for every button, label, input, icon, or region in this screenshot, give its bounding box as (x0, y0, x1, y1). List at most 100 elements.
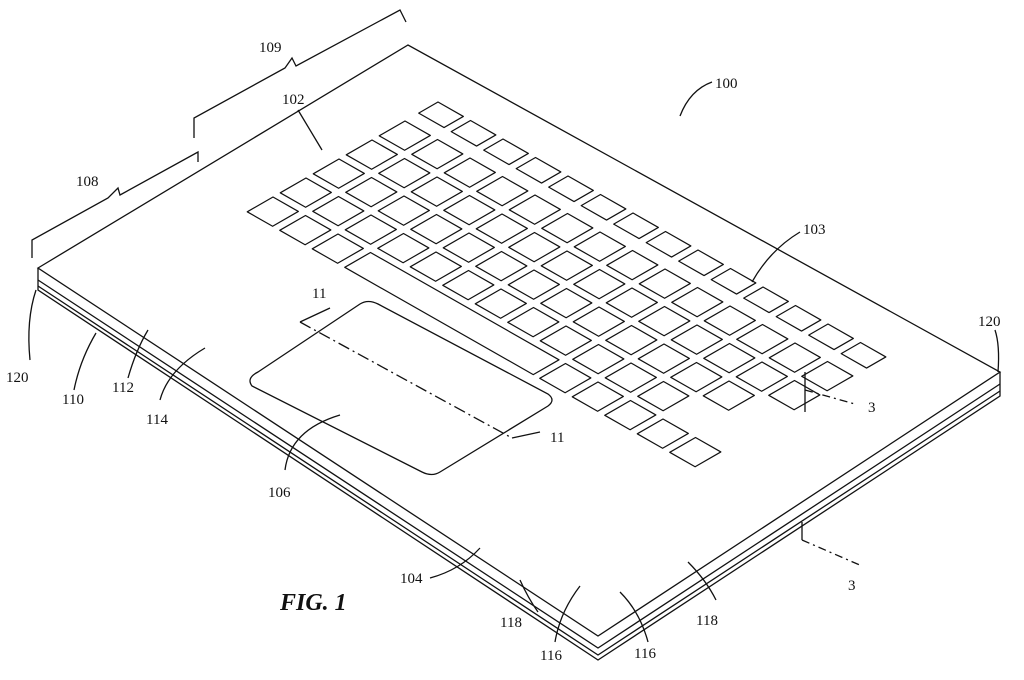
label-116-right: 116 (634, 646, 656, 662)
spacebar-key (344, 251, 560, 376)
keyboard-key (703, 305, 756, 336)
keyboard-key (507, 269, 560, 300)
label-110: 110 (62, 392, 84, 408)
label-11-top: 11 (312, 286, 326, 302)
keyboard-key (507, 306, 560, 338)
keyboard-key (443, 157, 496, 188)
keyboard-key (808, 323, 854, 351)
keyboard-key (378, 120, 431, 151)
keyboard-key (541, 212, 594, 244)
keyboard-key (410, 176, 463, 207)
label-120-left: 120 (6, 370, 29, 386)
keyboard-key (311, 233, 364, 264)
seam-line-2 (37, 285, 1001, 656)
keyboard-key (613, 212, 659, 240)
keyboard-key (345, 176, 398, 208)
side-edges (37, 268, 1001, 661)
keyboard-key (483, 138, 529, 166)
label-100: 100 (715, 76, 738, 92)
keyboard-key (508, 194, 561, 225)
keyboard-key (637, 343, 690, 374)
label-109: 109 (259, 40, 282, 56)
keyboard-key (476, 175, 529, 207)
keyboard-key (312, 158, 365, 189)
keyboard-key (345, 139, 398, 170)
label-11-bottom: 11 (550, 430, 564, 446)
keyboard-key (606, 249, 659, 281)
keyboard-key (703, 342, 756, 374)
keyboard-key (638, 305, 691, 337)
keyboard-key (246, 196, 299, 227)
label-112: 112 (112, 380, 134, 396)
keyboard-key (475, 213, 528, 244)
keyboard-key (638, 268, 691, 299)
keyboard-key (636, 418, 689, 449)
keyboard-key (418, 101, 464, 129)
keyboard-key (735, 361, 788, 392)
keyboard-key (572, 343, 625, 375)
keyboard-key (410, 213, 463, 245)
section-lines (299, 307, 863, 567)
keyboard-key (539, 325, 592, 356)
keyboard-key (279, 177, 332, 208)
keyboard-key (604, 399, 657, 431)
label-102: 102 (282, 92, 305, 108)
keyboard-key (572, 306, 625, 337)
device-base (36, 44, 1002, 661)
keyboard-key (768, 379, 821, 411)
bracket-108 (31, 150, 199, 258)
keyboard-key (768, 342, 821, 373)
keyboard-key (442, 232, 495, 263)
keyboard-key (344, 214, 397, 245)
keyboard-key (443, 194, 496, 226)
keyboard-key (801, 360, 854, 392)
label-116-left: 116 (540, 648, 562, 664)
keyboard-key (573, 268, 626, 300)
label-3-top: 3 (868, 400, 876, 416)
keyboard-key (840, 341, 887, 369)
keyboard-key (645, 230, 692, 258)
label-106: 106 (268, 485, 291, 501)
keyboard-key (475, 250, 528, 282)
keyboard-key (411, 138, 464, 170)
keyboard-key (736, 323, 789, 355)
label-118-left: 118 (500, 615, 522, 631)
keyboard-key (377, 232, 430, 264)
leader-lines (28, 81, 1000, 643)
keyboard-key (743, 286, 789, 314)
keyboard-key (580, 193, 627, 221)
keyboard-key (540, 287, 593, 319)
keyboard-key (450, 119, 497, 147)
keyboard-key (508, 231, 561, 263)
keyboard-key (669, 436, 722, 468)
keyboard-key (378, 157, 431, 189)
keyboard-key (474, 288, 527, 319)
keyboard (246, 101, 887, 468)
keyboard-key (671, 286, 724, 318)
keyboard-key (312, 195, 365, 227)
keyboard-key (710, 267, 757, 295)
label-114: 114 (146, 412, 168, 428)
keyboard-key (571, 381, 624, 412)
label-118-right: 118 (696, 613, 718, 629)
keyboard-key (409, 251, 462, 282)
keyboard-key (548, 175, 594, 203)
keyboard-key (604, 362, 657, 393)
seam-line (37, 279, 1001, 649)
label-120-right: 120 (978, 314, 1001, 330)
keyboard-key (539, 362, 592, 394)
label-3-bottom: 3 (848, 578, 856, 594)
keyboard-key (605, 324, 658, 356)
keyboard-key (637, 380, 690, 412)
keyboard-key (540, 250, 593, 281)
keyboard-key (279, 214, 332, 246)
keyboard-key (442, 269, 495, 301)
bracket-109 (193, 9, 407, 138)
keyboard-key (702, 380, 755, 411)
label-108: 108 (76, 174, 99, 190)
keyboard-key (670, 324, 723, 355)
label-104: 104 (400, 571, 423, 587)
trackpad (249, 300, 553, 476)
keyboard-key (670, 361, 723, 393)
